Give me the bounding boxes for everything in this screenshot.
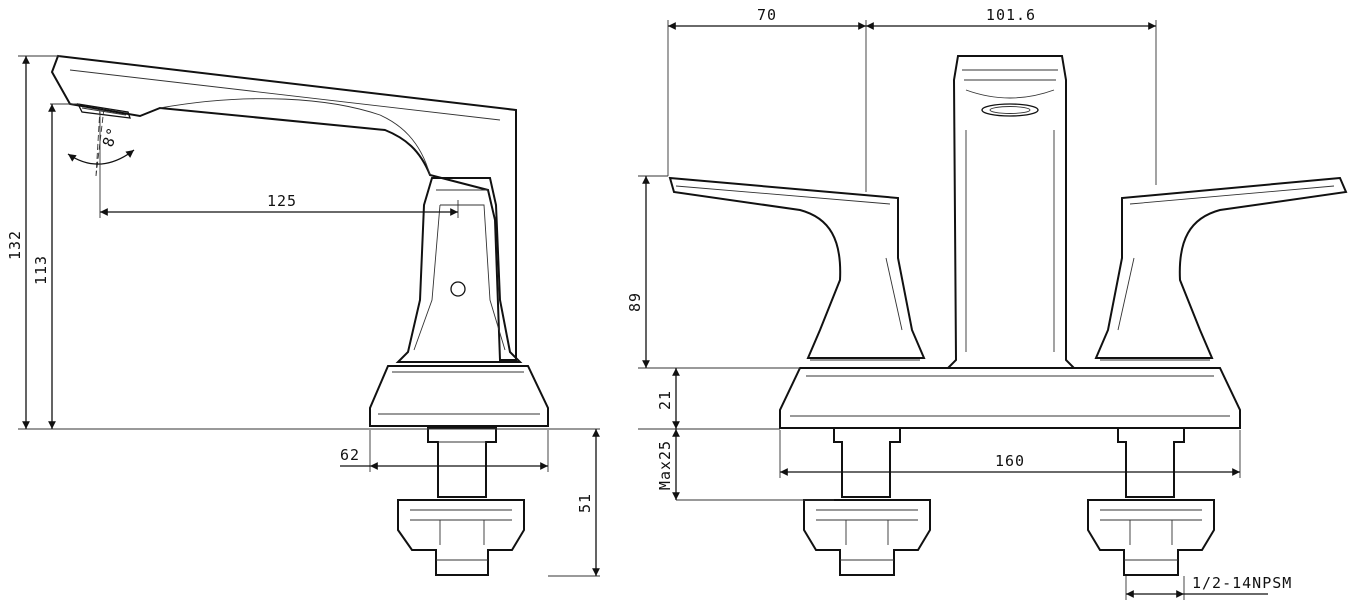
dim-spout-reach: 125 [267, 192, 297, 210]
side-mount-nut [397, 499, 525, 576]
dim-thread-spec: 1/2-14NPSM [1192, 574, 1292, 592]
front-right-handle [1094, 176, 1348, 359]
side-base [369, 365, 549, 427]
side-view: 8° 132 113 125 62 51 [6, 54, 600, 577]
dim-base-height: 21 [656, 390, 674, 410]
front-right-nut [1087, 499, 1215, 576]
dim-base-depth: 62 [340, 446, 360, 464]
dim-aerator-height: 113 [32, 255, 50, 285]
front-left-handle [668, 176, 926, 359]
front-left-shank [833, 427, 901, 498]
dim-handle-offset: 70 [757, 6, 777, 24]
dim-deck-thickness: Max25 [656, 440, 674, 490]
dim-spout-height: 132 [6, 230, 24, 260]
side-handle [395, 177, 523, 363]
dim-centerset: 160 [995, 452, 1025, 470]
side-shank [427, 427, 497, 498]
front-view: 70 101.6 89 21 Max25 160 1/2-14NPSM [626, 6, 1348, 600]
aerator-icon [981, 103, 1039, 117]
front-spout [945, 55, 1077, 369]
dim-handle-height: 89 [626, 292, 644, 312]
spray-angle-label: 8° [99, 124, 123, 149]
front-left-nut [803, 499, 931, 576]
front-base [779, 367, 1241, 429]
front-right-shank [1117, 427, 1185, 498]
dim-spout-spacing: 101.6 [986, 6, 1036, 24]
side-spout [50, 54, 517, 361]
dim-shank-length: 51 [576, 493, 594, 513]
set-screw-icon [450, 281, 466, 297]
